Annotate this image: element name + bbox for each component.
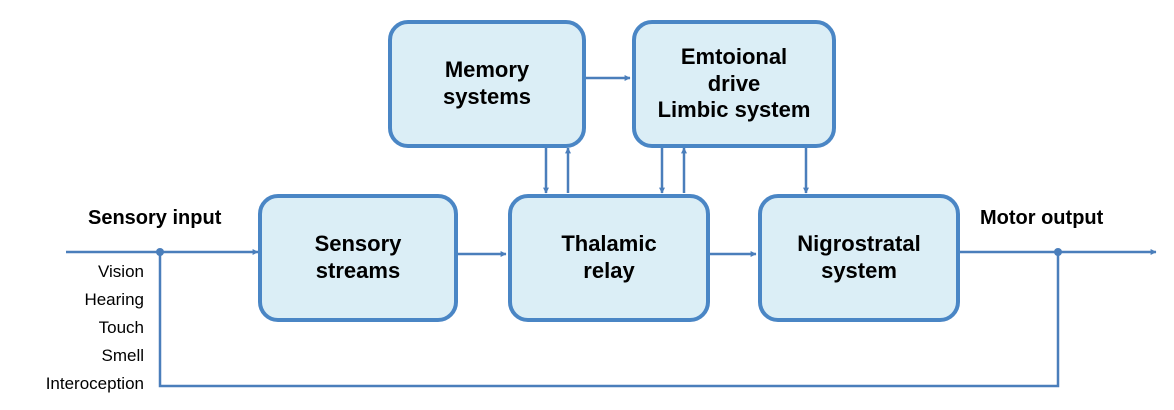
emotional-line-3: Limbic system xyxy=(657,97,811,123)
nigrostriatal-system-box: Nigrostratal system xyxy=(758,194,960,322)
memory-systems-box: Memory systems xyxy=(388,20,586,148)
thalamic-line-2: relay xyxy=(583,258,635,283)
motor-output-label: Motor output xyxy=(980,207,1104,229)
emotional-drive-box: Emtoional drive Limbic system xyxy=(632,20,836,148)
memory-line-1: Memory xyxy=(444,57,530,83)
sensory-streams-box: Sensory streams xyxy=(258,194,458,322)
input-smell: Smell xyxy=(101,346,144,365)
input-junction xyxy=(156,248,164,256)
thalamic-relay-box: Thalamic relay xyxy=(508,194,710,322)
nigrostriatal-line-1: Nigrostratal xyxy=(797,231,921,257)
sensory-line-1: Sensory xyxy=(314,231,402,257)
nigrostriatal-line-2: system xyxy=(821,258,897,283)
input-interoception: Interoception xyxy=(45,374,144,393)
sensory-input-label: Sensory input xyxy=(88,207,222,229)
thalamic-line-1: Thalamic xyxy=(561,231,657,257)
emotional-line-2: drive xyxy=(707,70,761,96)
output-junction xyxy=(1054,248,1062,256)
input-touch: Touch xyxy=(98,318,144,337)
input-vision: Vision xyxy=(98,262,144,281)
memory-line-2: systems xyxy=(442,84,532,109)
input-hearing: Hearing xyxy=(84,290,144,309)
emotional-line-1: Emtoional xyxy=(680,43,788,69)
sensory-line-2: streams xyxy=(315,258,401,283)
feedback-loop-line xyxy=(158,252,1060,388)
